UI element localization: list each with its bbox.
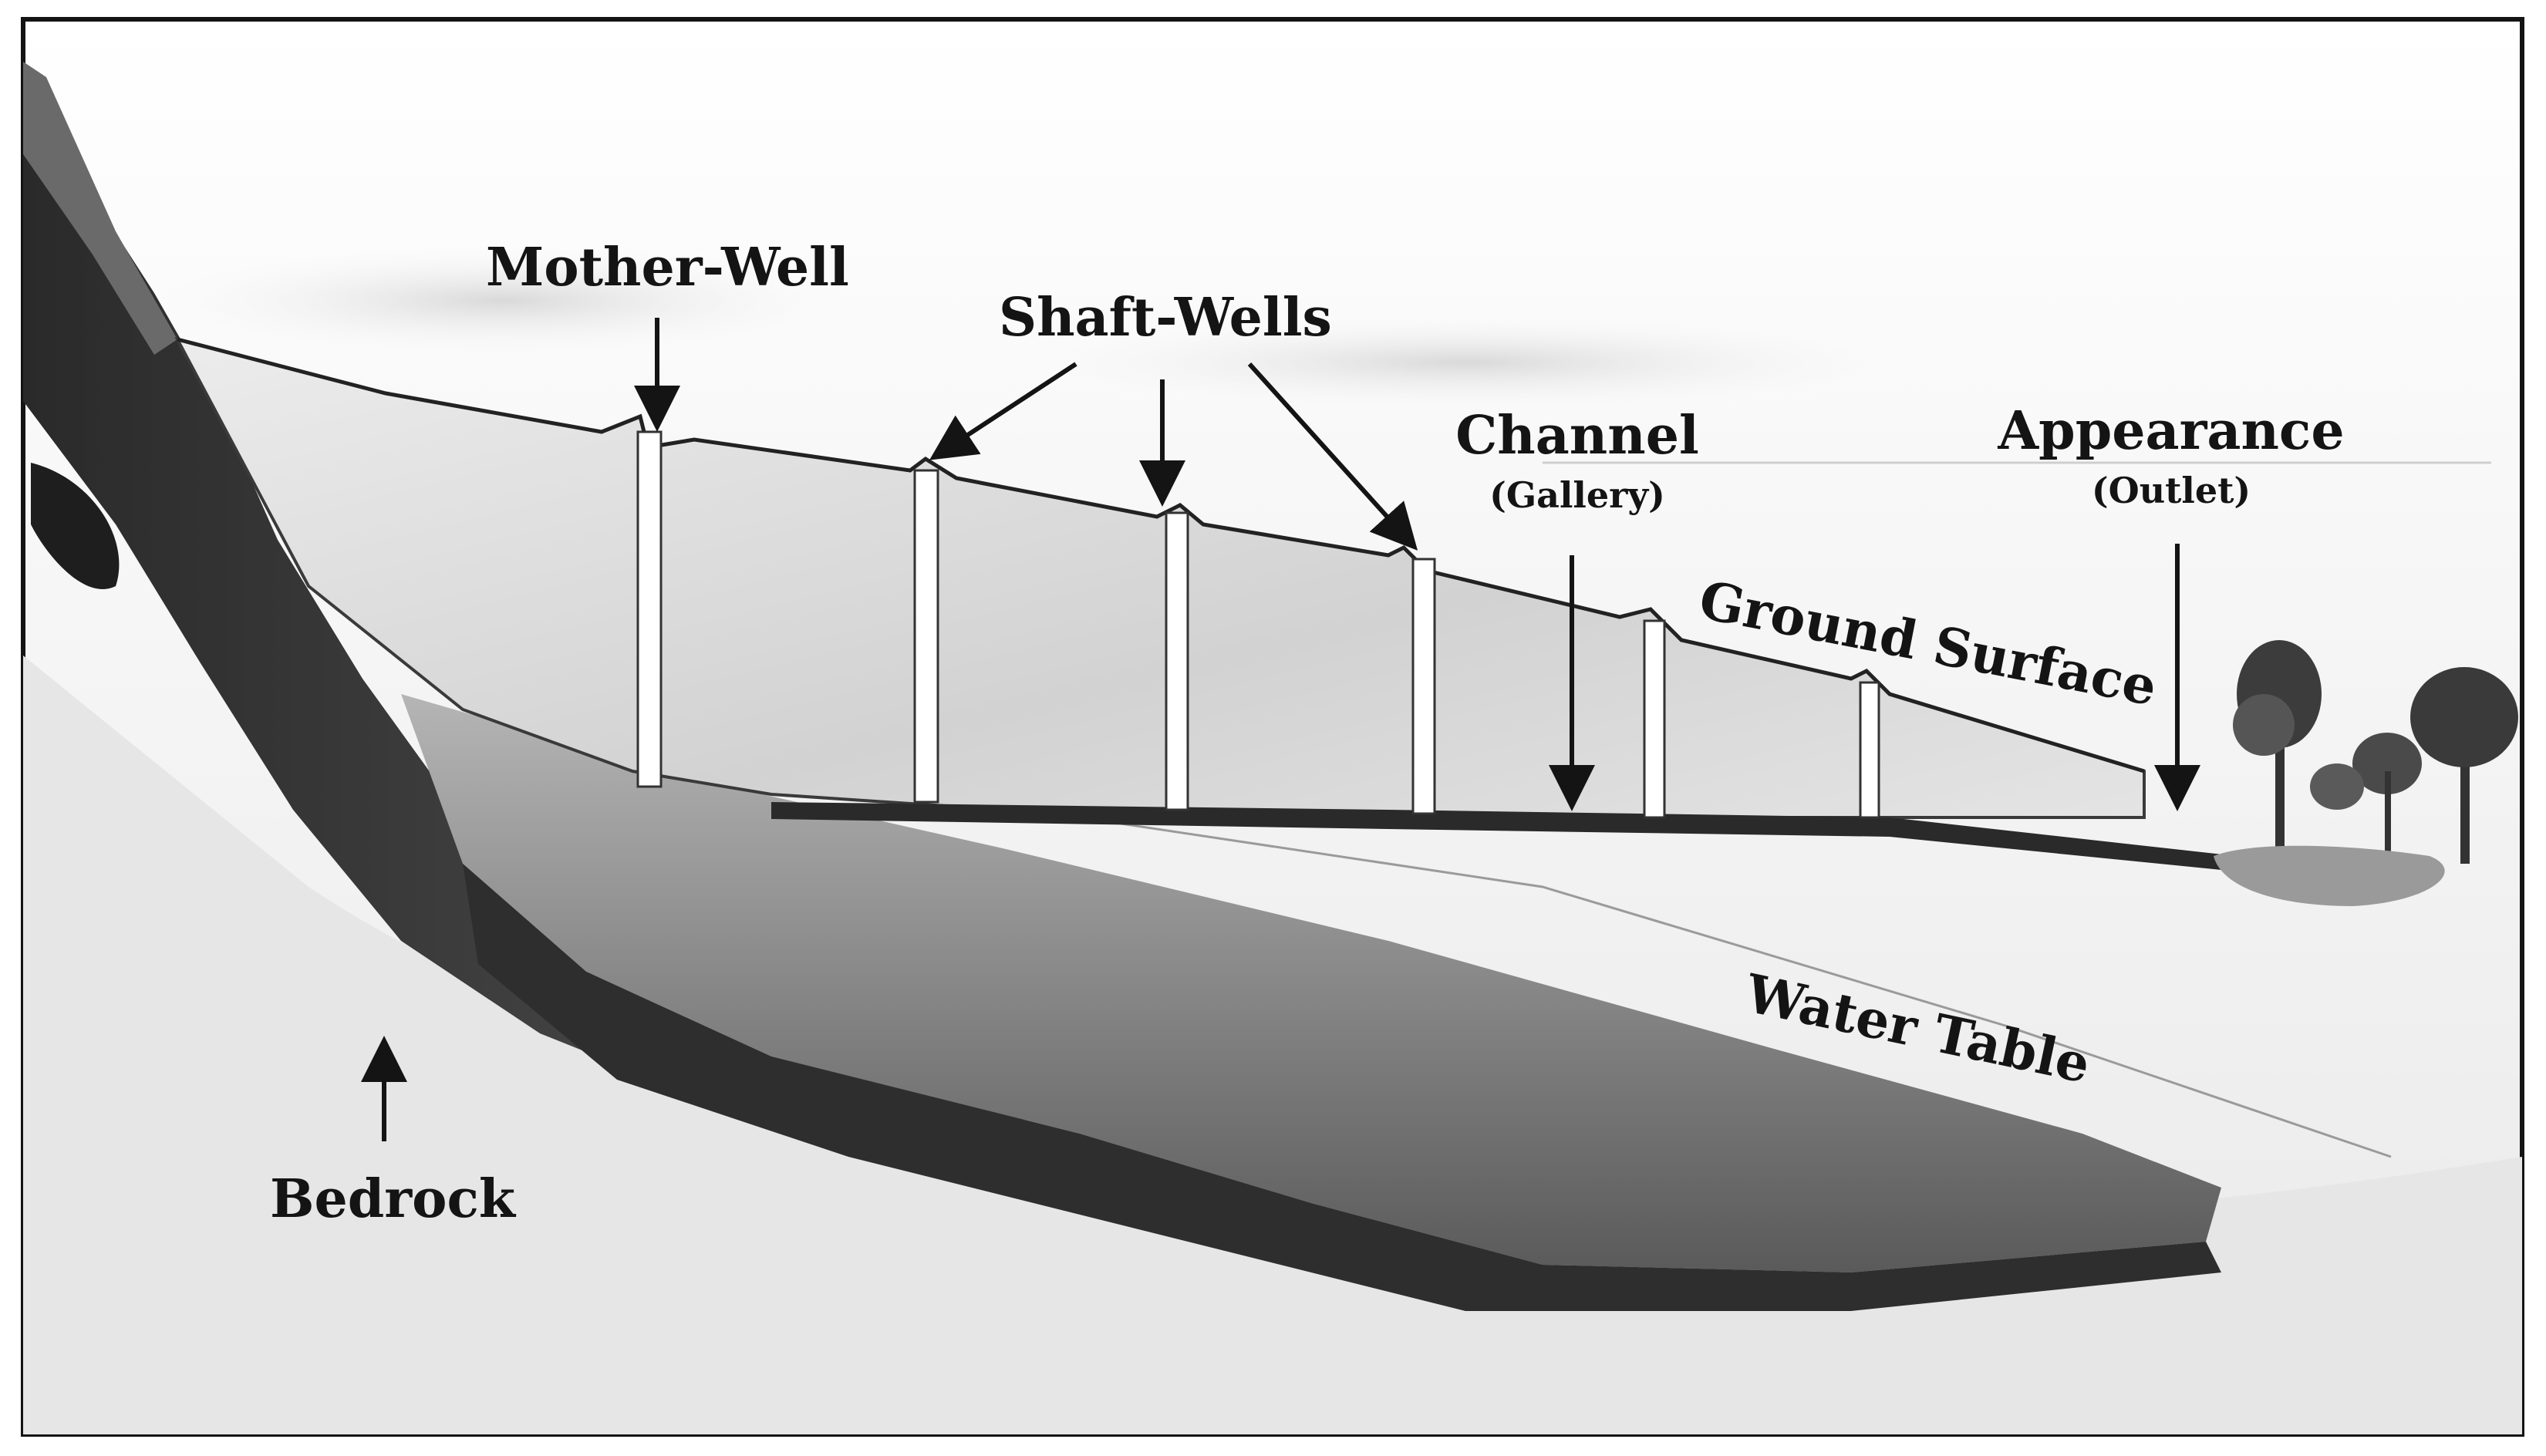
- aquifer-layer: [401, 694, 2221, 1272]
- mother-well-shaft: [636, 430, 663, 788]
- appearance-label: Appearance: [1997, 400, 2344, 462]
- shaft-well: [1411, 558, 1436, 815]
- shaft-well: [913, 469, 939, 804]
- channel-label: Channel: [1455, 405, 1699, 467]
- shaft-wells-arrow: [929, 362, 1077, 460]
- mother-well-label: Mother-Well: [486, 237, 849, 298]
- appearance-sublabel: (Outlet): [2092, 470, 2251, 511]
- distant-haze: [964, 308, 1967, 416]
- rock-shadow: [31, 463, 120, 589]
- gallery-channel: [771, 802, 2237, 871]
- distant-haze: [100, 239, 902, 362]
- trees-icon: [2214, 640, 2518, 906]
- shaft-wells-label: Shaft-Wells: [999, 287, 1332, 349]
- shaft-well: [1165, 511, 1189, 811]
- shaft-well: [1643, 619, 1666, 819]
- aquifer-shadow: [463, 864, 2221, 1311]
- bedrock-label: Bedrock: [270, 1168, 517, 1230]
- channel-sublabel: (Gallery): [1489, 474, 1665, 516]
- shaft-well: [1859, 681, 1880, 819]
- shaft-wells-arrow: [1247, 362, 1418, 551]
- mountain-face: [23, 62, 177, 355]
